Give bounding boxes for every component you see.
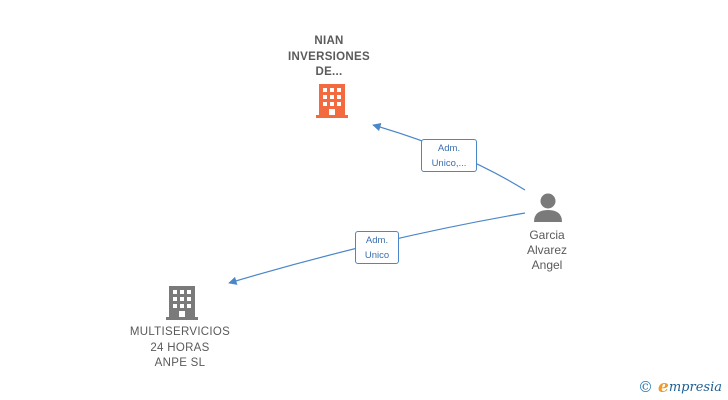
brand-e: e (658, 377, 669, 397)
edge-label-adm-unico-top[interactable]: Adm. Unico,... (421, 139, 477, 172)
company-name-nian-inversiones[interactable]: NIAN INVERSIONES DE... (288, 35, 370, 78)
empresia-logo[interactable]: © e mpresia (638, 377, 722, 397)
company-name-multiservicios[interactable]: MULTISERVICIOS 24 HORAS ANPE SL (129, 326, 231, 369)
edge-label-adm-unico-bottom[interactable]: Adm. Unico (355, 231, 399, 264)
person-icon[interactable] (534, 193, 562, 223)
building-icon[interactable] (166, 286, 198, 320)
copyright-icon: © (638, 378, 654, 396)
person-name-garcia-alvarez[interactable]: Garcia Alvarez Angel (526, 228, 567, 272)
brand-name: mpresia (668, 379, 722, 395)
building-icon[interactable] (316, 84, 348, 118)
